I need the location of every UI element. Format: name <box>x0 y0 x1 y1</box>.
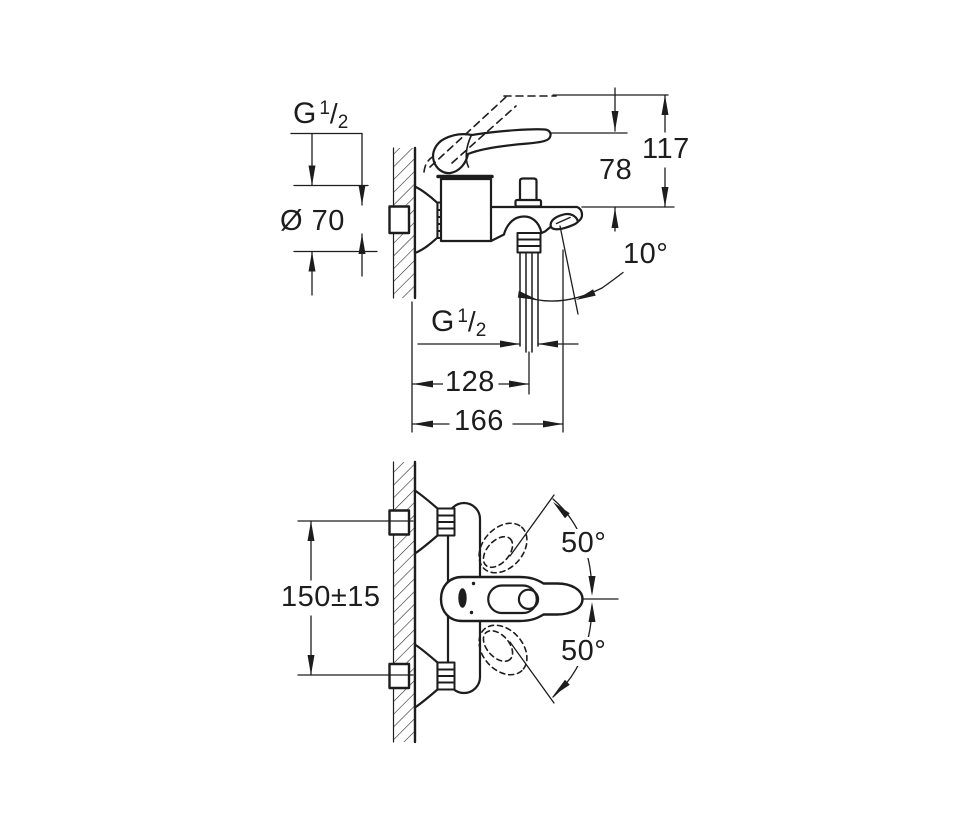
lever-swing-dashed <box>478 522 528 676</box>
dim-label-50deg-down: 50° <box>559 635 609 667</box>
outlet-angle-annotation <box>517 225 624 315</box>
loop-lever-top-view <box>439 575 584 623</box>
side-view <box>290 87 675 433</box>
connection-nut-bottom <box>436 661 456 691</box>
escutcheon-cone-bottom <box>413 643 439 709</box>
lever-raised-dashed <box>423 95 557 173</box>
shower-hose-connector <box>516 232 542 353</box>
lever-contour <box>465 135 472 168</box>
dim-label-diameter-70: Ø 70 <box>278 205 347 237</box>
lever-slot-ball <box>517 588 540 611</box>
inlet-union-square-top <box>388 509 411 536</box>
diverter-knob <box>514 177 543 208</box>
inlet-union-square-bottom <box>388 662 411 690</box>
connection-nut-top <box>436 507 456 537</box>
dim-label-50deg-up: 50° <box>559 527 609 559</box>
dim-g-half-and-dia70 <box>290 132 378 296</box>
radial-line-up <box>509 494 555 557</box>
dim-label-78: 78 <box>597 154 635 186</box>
angle-leader <box>601 271 624 289</box>
spout-outlet-lip <box>549 212 580 231</box>
wall-hatch <box>392 460 417 744</box>
escutcheon-cone-top <box>413 489 439 555</box>
escutcheon-cone <box>413 185 439 255</box>
mixer-body <box>439 177 493 243</box>
radial-line-down <box>509 641 555 704</box>
inlet-union-square <box>388 205 411 235</box>
angled-outlet-line <box>559 225 579 315</box>
dim-label-150-15: 150±15 <box>279 581 383 613</box>
hose-boss <box>489 215 543 243</box>
indicator-mark <box>458 588 467 608</box>
dim-label-117: 117 <box>640 133 692 165</box>
spout <box>489 205 584 243</box>
lever-handle <box>431 128 552 175</box>
dim-label-166: 166 <box>452 405 506 437</box>
dim-label-10deg: 10° <box>621 238 671 270</box>
dim-label-128: 128 <box>443 366 497 398</box>
dim-heights <box>549 87 675 232</box>
dim-depths <box>411 249 579 433</box>
dim-inlet-spacing <box>297 520 414 676</box>
